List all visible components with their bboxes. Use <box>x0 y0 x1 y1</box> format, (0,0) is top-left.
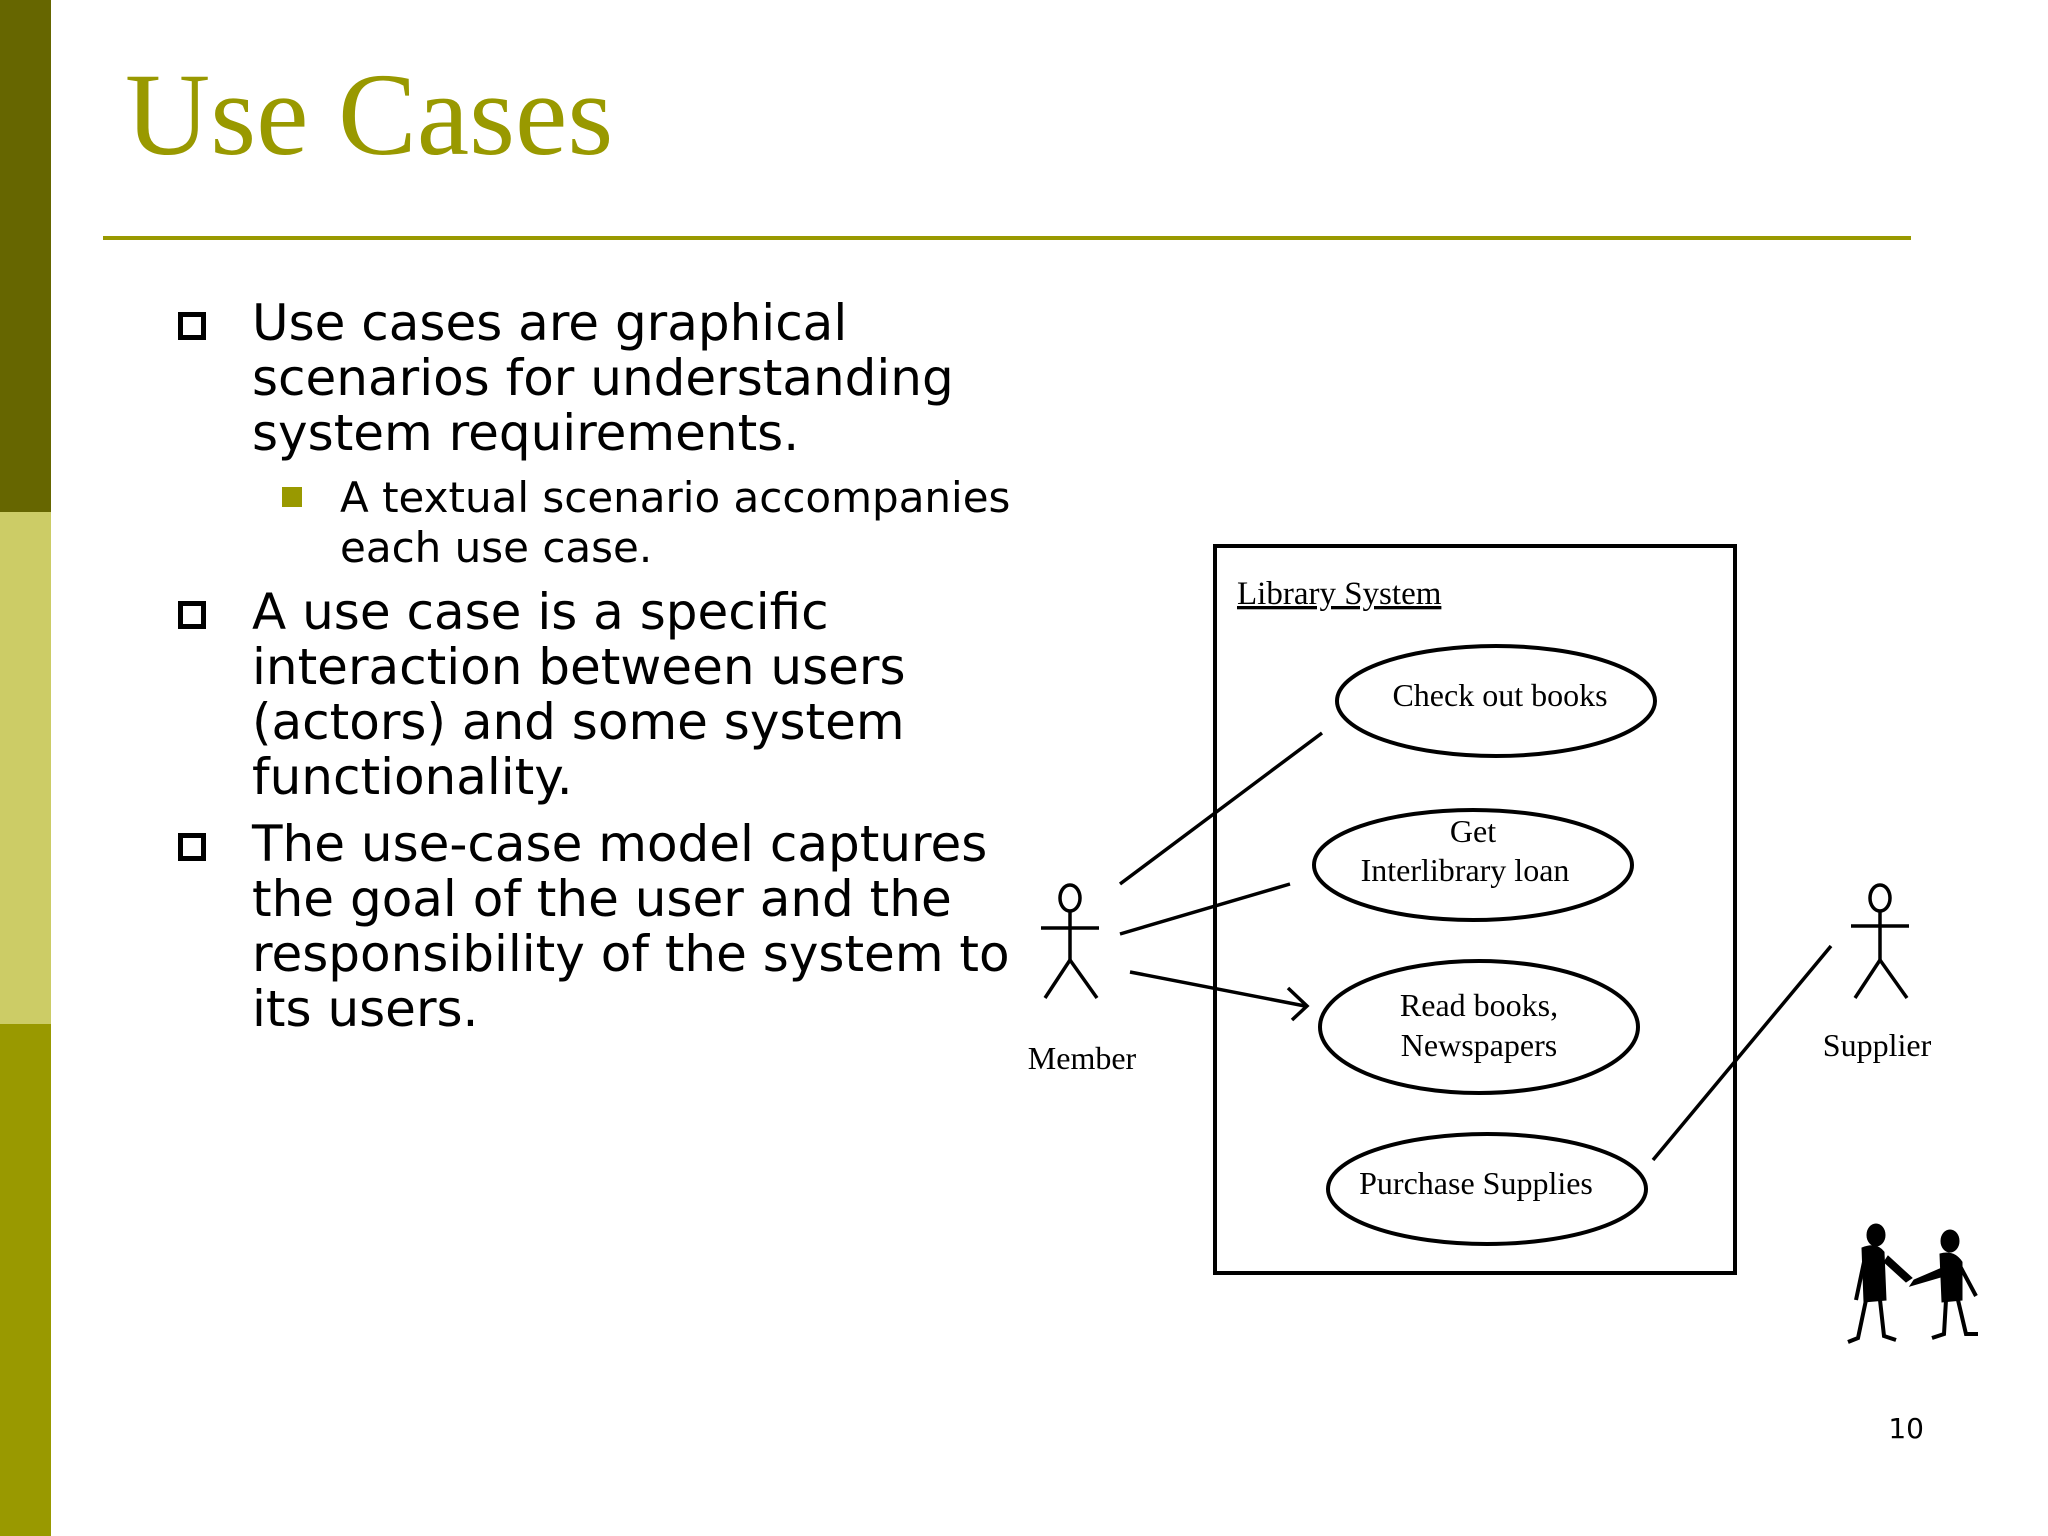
sub-bullet-text: A textual scenario accompanies each use … <box>340 473 1011 572</box>
sub-bullet-item: A textual scenario accompanies each use … <box>282 473 1060 573</box>
use-case-read-books: Read books, Newspapers <box>1318 959 1640 1095</box>
sidebar-band-light <box>0 512 51 1024</box>
filled-square-bullet-icon <box>282 487 302 507</box>
association-line <box>1118 731 1324 886</box>
use-case-ellipse <box>1326 1132 1648 1246</box>
associations <box>1118 731 1833 1162</box>
actor-member <box>1041 883 1099 1000</box>
use-case-label: Newspapers <box>1401 1027 1557 1063</box>
actor-label: Supplier <box>1823 1027 1932 1063</box>
actor-leg <box>1878 958 1909 1000</box>
association-arrow <box>1129 970 1306 1008</box>
use-case-ellipse <box>1335 644 1657 758</box>
actor-head <box>1868 883 1892 913</box>
system-label: Library System <box>1237 576 1442 612</box>
use-case-label: Get <box>1450 813 1496 849</box>
association-line <box>1651 944 1833 1162</box>
hollow-square-bullet-icon <box>178 312 206 340</box>
handshake-people-icon <box>1847 1223 1978 1344</box>
bullet-text: Use cases are graphical scenarios for un… <box>252 294 954 462</box>
use-case-label: Purchase Supplies <box>1359 1165 1593 1201</box>
actor-head <box>1058 883 1082 913</box>
system-boundary <box>1213 544 1737 1275</box>
use-case-label: Check out books <box>1392 677 1607 713</box>
association-line <box>1119 882 1291 936</box>
bullet-item: A use case is a specific interaction bet… <box>172 585 1032 805</box>
sidebar-band-dark <box>0 0 51 512</box>
page-number: 10 <box>1888 1412 1924 1445</box>
slide-title: Use Cases <box>125 49 614 180</box>
actor-leg <box>1068 958 1099 1000</box>
actor-label: Member <box>1028 1040 1137 1076</box>
sidebar-decoration <box>0 0 51 1536</box>
use-case-purchase-supplies: Purchase Supplies <box>1326 1132 1648 1246</box>
arrow-head <box>1286 986 1310 1022</box>
bullet-list: Use cases are graphical scenarios for un… <box>172 296 1032 1049</box>
actor-leg <box>1043 959 1072 999</box>
use-case-ellipse <box>1318 959 1640 1095</box>
bullet-item: The use-case model captures the goal of … <box>172 817 1082 1037</box>
bullet-text: The use-case model captures the goal of … <box>252 815 1010 1038</box>
actor-supplier <box>1851 883 1909 1000</box>
hollow-square-bullet-icon <box>178 833 206 861</box>
use-case-label: Read books, <box>1400 987 1558 1023</box>
use-case-interlibrary-loan: Get Interlibrary loan <box>1312 808 1634 922</box>
bullet-text: A use case is a specific interaction bet… <box>252 583 906 806</box>
sidebar-band-olive <box>0 1024 51 1536</box>
actor-leg <box>1853 959 1882 999</box>
use-case-label: Interlibrary loan <box>1361 852 1570 888</box>
use-case-ellipse <box>1312 808 1634 922</box>
bullet-item: Use cases are graphical scenarios for un… <box>172 296 1032 461</box>
hollow-square-bullet-icon <box>178 601 206 629</box>
use-case-checkout: Check out books <box>1335 644 1657 758</box>
title-divider <box>103 236 1911 240</box>
